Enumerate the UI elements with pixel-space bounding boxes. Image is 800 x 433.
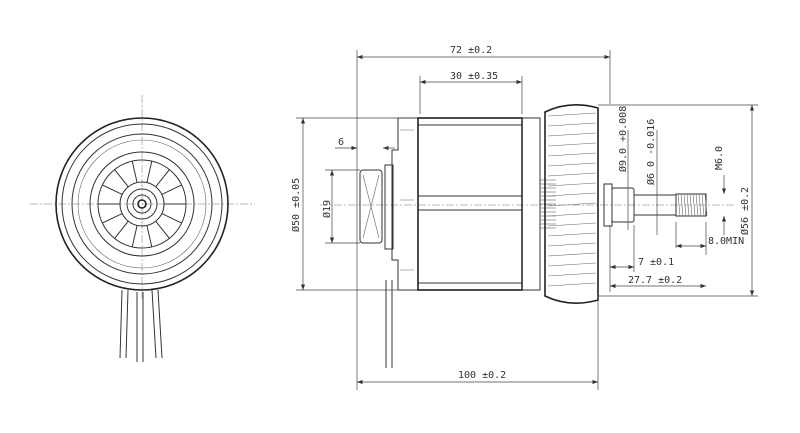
dim-collar-length: 7 ±0.1 — [638, 257, 674, 268]
end-bracket — [391, 117, 419, 291]
dim-body-length: 72 ±0.2 — [450, 45, 492, 56]
lead-wires — [119, 289, 163, 362]
stator — [417, 117, 523, 291]
dim-bearing-diameter: Ø19 — [321, 200, 333, 218]
shaft — [633, 194, 677, 216]
dim-shaft-diameter: Ø6 0 -0.016 — [645, 119, 657, 185]
fan-ribs — [98, 160, 186, 248]
dim-shaft-length: 27.7 ±0.2 — [628, 275, 682, 286]
dim-bearing-offset: 6 — [338, 137, 344, 148]
dim-thread-length: 8.0MIN — [708, 236, 744, 247]
commutator — [540, 179, 556, 229]
front-view — [30, 95, 255, 362]
dim-stator-diameter: Ø50 ±0.05 — [290, 178, 302, 232]
dim-overall-length: 100 ±0.2 — [458, 370, 506, 381]
dim-stator-length: 30 ±0.35 — [450, 71, 498, 82]
side-view — [320, 104, 735, 368]
dim-collar-diameter: Ø9.0 +0.008 — [617, 106, 629, 172]
dim-thread: M6.0 — [714, 146, 725, 170]
dimensions: 72 ±0.2 30 ±0.35 6 Ø50 ±0.05 Ø19 Ø56 ±0.… — [290, 45, 758, 390]
dim-fan-diameter: Ø56 ±0.2 — [739, 187, 751, 235]
bearing — [359, 169, 383, 244]
